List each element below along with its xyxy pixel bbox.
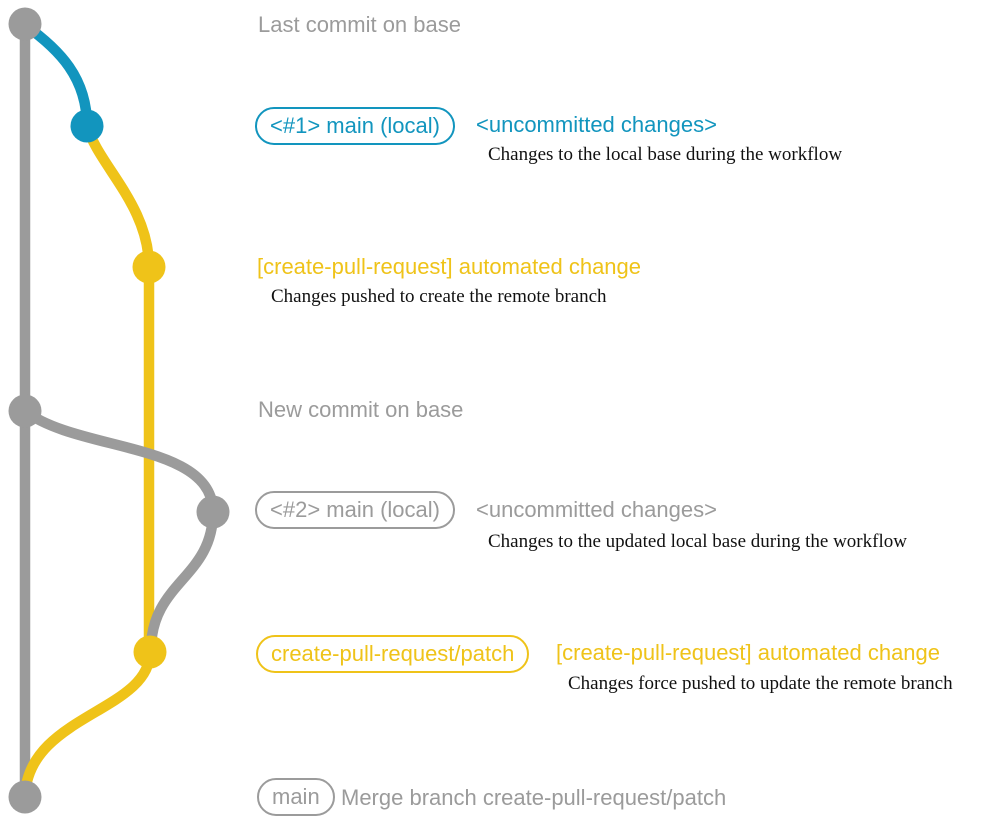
- merge-commit-message: Merge branch create-pull-request/patch: [341, 785, 727, 810]
- new-commit-node: [8, 394, 42, 428]
- uncommitted-changes-description-1: Changes to the local base during the wor…: [488, 144, 843, 165]
- branch-label-main: main: [257, 778, 335, 816]
- base-update-edge: [19, 405, 219, 518]
- pr-merge-edge: [19, 646, 156, 803]
- local-change-edge: [19, 19, 93, 132]
- rebase-edge: [145, 506, 219, 656]
- automated-change-description-1: Changes pushed to create the remote bran…: [271, 286, 607, 307]
- uncommitted-changes-heading-2: <uncommitted changes>: [476, 497, 717, 522]
- uncommitted-changes-heading-1: <uncommitted changes>: [476, 112, 717, 137]
- automated-change-heading-1: [create-pull-request] automated change: [257, 254, 642, 279]
- merge-commit-node: [8, 780, 42, 814]
- branch-label-main-local-2: <#2> main (local): [255, 491, 455, 529]
- last-commit-node: [8, 7, 42, 41]
- caption-last-commit-on-base: Last commit on base: [258, 12, 461, 37]
- local-commit-2-node: [196, 495, 230, 529]
- uncommitted-changes-description-2: Changes to the updated local base during…: [488, 531, 907, 552]
- pr-commit-1-node: [132, 250, 166, 284]
- caption-new-commit-on-base: New commit on base: [258, 397, 464, 422]
- automated-change-description-2: Changes force pushed to update the remot…: [568, 673, 953, 694]
- pr-commit-2-node: [133, 635, 167, 669]
- branch-label-create-pull-request-patch: create-pull-request/patch: [256, 635, 530, 673]
- automated-change-heading-2: [create-pull-request] automated change: [556, 640, 941, 665]
- branch-label-main-local-1: <#1> main (local): [255, 107, 455, 145]
- pr-branch-edge: [81, 120, 155, 658]
- local-commit-1-node: [70, 109, 104, 143]
